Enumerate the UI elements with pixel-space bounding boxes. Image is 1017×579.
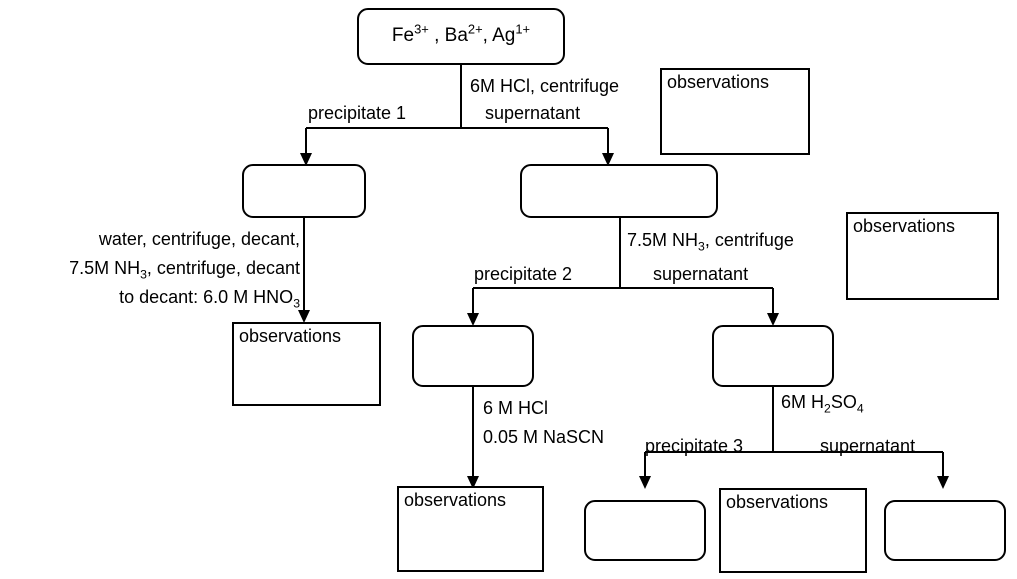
observations-label: observations bbox=[239, 326, 342, 346]
nh3-sub: 3 bbox=[698, 239, 705, 254]
label-supernatant-3: supernatant bbox=[820, 436, 916, 456]
label-reagent-3-line-1: 6 M HCl bbox=[483, 398, 549, 418]
label-left-wash-line-1: water, centrifuge, decant, bbox=[98, 229, 300, 249]
h2so4-sub-1: 2 bbox=[824, 401, 831, 416]
observations-box-top-right[interactable]: observations bbox=[660, 68, 810, 155]
label-left-wash-line-2: 7.5M NH3, centrifuge, decant bbox=[0, 258, 300, 282]
observations-box-mid-right[interactable]: observations bbox=[846, 212, 999, 300]
ion-fe: Fe3+ bbox=[391, 21, 429, 47]
label-precipitate-2: precipitate 2 bbox=[474, 264, 573, 284]
h2so4-sub-2: 4 bbox=[856, 401, 864, 416]
ion-ba: Ba2+ bbox=[444, 21, 483, 47]
ion-sep-1: , bbox=[428, 25, 445, 47]
hno3-sub: 3 bbox=[293, 296, 300, 311]
nh3-sub: 3 bbox=[140, 267, 147, 282]
observations-label: observations bbox=[726, 492, 829, 512]
label-precipitate-1: precipitate 1 bbox=[308, 103, 407, 123]
root-sample-box[interactable]: Fe3+ , Ba2+, Ag1+ bbox=[357, 8, 565, 65]
label-reagent-3-line-2: 0.05 M NaSCN bbox=[483, 427, 605, 447]
ion-ag: Ag1+ bbox=[492, 21, 531, 47]
label-precipitate-3: precipitate 3 bbox=[645, 436, 744, 456]
precipitate-1-box[interactable] bbox=[242, 164, 366, 218]
supernatant-3-box[interactable] bbox=[884, 500, 1006, 561]
h2so4-pre: 6M H bbox=[781, 392, 825, 412]
nh3-post: , centrifuge bbox=[704, 230, 794, 250]
label-supernatant-1: supernatant bbox=[485, 103, 581, 123]
precipitate-2-box[interactable] bbox=[412, 325, 534, 387]
root-ion-list: Fe3+ , Ba2+, Ag1+ bbox=[391, 21, 531, 47]
observations-box-left[interactable]: observations bbox=[232, 322, 381, 406]
h2so4-mid: SO bbox=[830, 392, 857, 412]
label-left-wash-line-3: to decant: 6.0 M HNO3 bbox=[0, 287, 300, 311]
observations-label: observations bbox=[853, 216, 956, 236]
supernatant-2-box[interactable] bbox=[712, 325, 834, 387]
nh3-pre: 7.5M NH bbox=[69, 258, 141, 278]
label-reagent-2: 7.5M NH3, centrifuge bbox=[627, 230, 794, 254]
nh3-pre: 7.5M NH bbox=[627, 230, 699, 250]
observations-box-bottom-right[interactable]: observations bbox=[719, 488, 867, 573]
label-reagent-4: 6M H2SO4 bbox=[781, 392, 864, 416]
observations-label: observations bbox=[404, 490, 507, 510]
label-supernatant-2: supernatant bbox=[653, 264, 749, 284]
hno3-pre: to decant: 6.0 M HNO bbox=[119, 287, 294, 307]
ion-sep-2: , bbox=[482, 25, 493, 47]
precipitate-3-box[interactable] bbox=[584, 500, 706, 561]
observations-box-bottom-center[interactable]: observations bbox=[397, 486, 544, 572]
observations-label: observations bbox=[667, 72, 770, 92]
nh3-post: , centrifuge, decant bbox=[146, 258, 300, 278]
supernatant-1-box[interactable] bbox=[520, 164, 718, 218]
label-reagent-1: 6M HCl, centrifuge bbox=[470, 76, 620, 96]
